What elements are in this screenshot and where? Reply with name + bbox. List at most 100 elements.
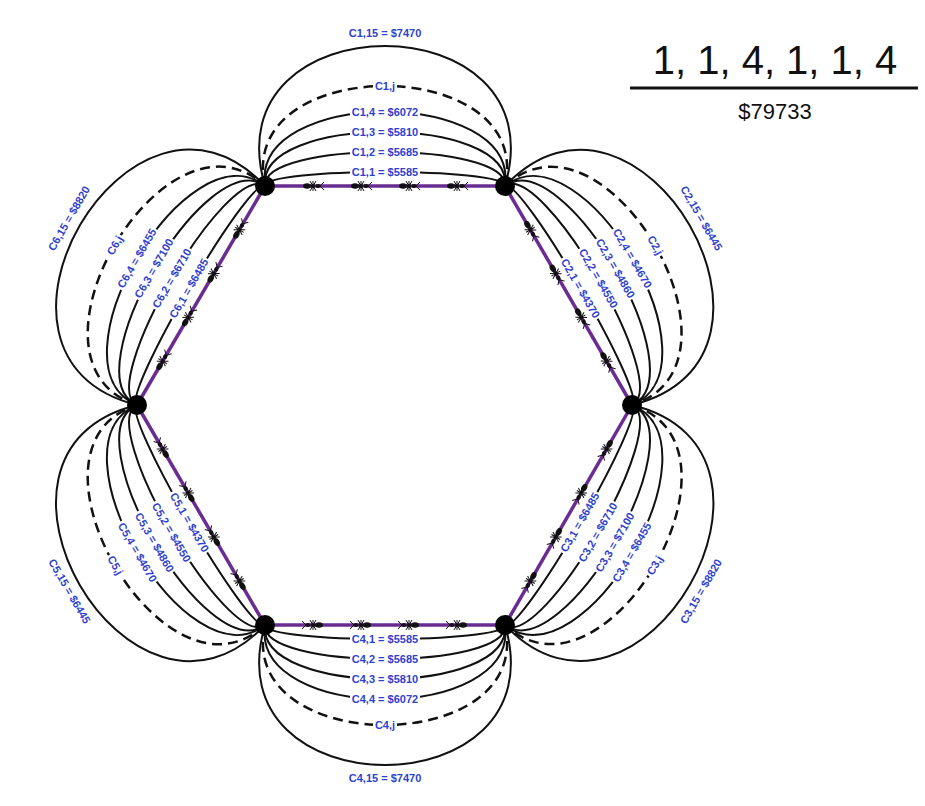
- ant-icon: [302, 620, 323, 630]
- ant-antenna: [368, 182, 372, 186]
- generic-cost-label: C1,j: [373, 80, 397, 93]
- ant-head: [316, 184, 321, 188]
- generic-cost-label: C6,j: [103, 231, 126, 258]
- ant-icon: [153, 437, 172, 460]
- ant-antenna: [581, 323, 586, 328]
- ant-icon: [303, 181, 324, 191]
- vertex-dot: [255, 176, 275, 196]
- ant-icon: [350, 620, 371, 630]
- ant-thorax: [359, 184, 364, 188]
- cost-arc: [505, 405, 650, 630]
- ant-leg: [406, 620, 412, 630]
- ant-leg: [310, 181, 316, 191]
- arc-group: [56, 46, 713, 765]
- generic-cost-label: C3,j: [643, 551, 666, 578]
- ant-thorax: [311, 184, 316, 188]
- ant-thorax: [359, 623, 364, 627]
- ant-antenna: [446, 621, 450, 625]
- ant-head: [183, 486, 189, 492]
- ant-head: [606, 362, 612, 368]
- ant-icon: [521, 219, 540, 242]
- dashed-cost-arc: [88, 167, 265, 405]
- ant-abdomen: [315, 622, 323, 628]
- ant-head: [306, 623, 311, 627]
- ant-antenna: [416, 186, 420, 190]
- ant-head: [576, 494, 582, 500]
- cost-arc: [119, 405, 265, 630]
- cost-arc: [265, 625, 505, 679]
- ant-antenna: [302, 621, 306, 625]
- ant-leg: [454, 620, 460, 630]
- ant-abdomen: [351, 183, 359, 189]
- ant-head: [402, 623, 407, 627]
- ant-icon: [597, 350, 616, 373]
- ant-head: [188, 310, 194, 316]
- ant-head: [239, 222, 245, 228]
- ant-antenna: [350, 625, 354, 629]
- vertex-dot: [127, 395, 147, 415]
- hexagon-edge: [265, 623, 505, 627]
- dashed-cost-arc: [263, 625, 507, 725]
- ant-antenna: [302, 625, 306, 629]
- cost-label: C2,15 = $6445: [676, 182, 726, 255]
- ant-leg: [358, 620, 364, 630]
- ant-head: [581, 319, 587, 325]
- ant-antenna: [234, 569, 239, 574]
- vertex-dot: [622, 395, 642, 415]
- solution-path: 1, 1, 4, 1, 1, 4: [653, 37, 898, 83]
- ant-antenna: [607, 367, 612, 372]
- cost-label: C4,15 = $7470: [347, 772, 423, 785]
- ant-icon: [398, 620, 419, 630]
- ant-antenna: [183, 481, 188, 486]
- ant-head: [213, 266, 219, 272]
- ant-leg: [454, 620, 460, 630]
- ant-head: [157, 442, 163, 448]
- fraction-bar: [630, 87, 918, 90]
- ant-thorax: [407, 623, 412, 627]
- ant-head: [354, 623, 359, 627]
- ant-antenna: [350, 621, 354, 625]
- ant-thorax: [407, 184, 412, 188]
- ant-head: [364, 184, 369, 188]
- ant-antenna: [208, 525, 213, 530]
- cost-arc: [136, 186, 265, 405]
- cost-arc: [505, 405, 662, 635]
- cost-label: C4,2 = $5685: [350, 653, 420, 666]
- generic-cost-label: C5,j: [103, 552, 126, 579]
- total-cost: $79733: [738, 99, 811, 124]
- cost-arc: [505, 181, 650, 405]
- ant-leg: [406, 181, 412, 191]
- ant-leg: [310, 620, 316, 630]
- ant-head: [460, 184, 465, 188]
- ant-antenna: [416, 182, 420, 186]
- hexagon-edge: [505, 186, 632, 405]
- ant-leg: [310, 620, 316, 630]
- ant-antenna: [398, 625, 402, 629]
- cost-label: C1,1 = $5585: [350, 166, 420, 179]
- cost-arc: [265, 132, 505, 186]
- ant-leg: [358, 620, 364, 630]
- cost-label: C4,3 = $5810: [350, 673, 420, 686]
- ant-antenna: [530, 236, 535, 241]
- dashed-cost-arc: [263, 86, 507, 186]
- dashed-cost-arc: [88, 405, 265, 644]
- cost-label: C1,2 = $5685: [350, 146, 420, 159]
- vertex-dot: [255, 615, 275, 635]
- cost-arc: [505, 405, 640, 627]
- ant-leg: [454, 181, 460, 191]
- ant-abdomen: [411, 622, 419, 628]
- cost-label: C4,1 = $5585: [350, 633, 420, 646]
- vertex-group: [127, 176, 642, 635]
- cost-arc: [259, 46, 511, 186]
- ant-antenna: [368, 186, 372, 190]
- cost-label: C6,15 = $8820: [44, 182, 94, 255]
- ant-icon: [597, 438, 616, 461]
- cost-arc: [505, 186, 633, 405]
- hexagon-edge: [137, 186, 265, 405]
- vertex-dot: [495, 176, 515, 196]
- ant-antenna: [556, 280, 561, 285]
- hexagon-group: [137, 186, 632, 625]
- cost-arc: [129, 405, 265, 627]
- ant-head: [525, 582, 531, 588]
